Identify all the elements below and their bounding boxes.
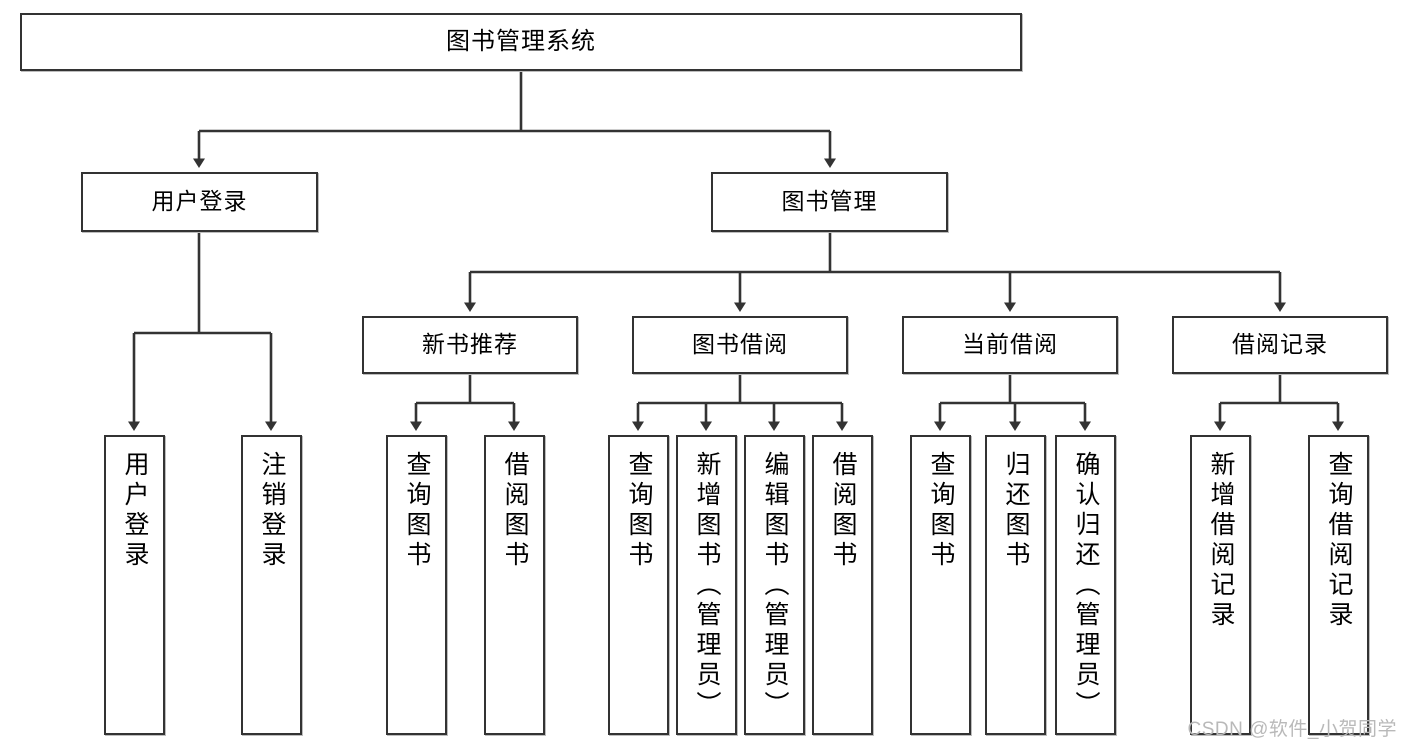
node-leaf-query-record-label: 查询借阅记录	[1325, 451, 1353, 631]
watermark-text: CSDN @软件_小贺同学	[1187, 719, 1397, 740]
node-leaf-add-book[interactable]: 新增图书（管理员）	[676, 435, 737, 735]
node-leaf-borrow-book-1[interactable]: 借阅图书	[484, 435, 545, 735]
node-leaf-user-logout[interactable]: 注销登录	[241, 435, 302, 735]
node-leaf-return-book-label: 归还图书	[1002, 451, 1030, 571]
node-leaf-confirm-return[interactable]: 确认归还（管理员）	[1055, 435, 1116, 735]
node-leaf-borrow-book-1-label: 借阅图书	[501, 451, 529, 571]
node-leaf-user-logout-label: 注销登录	[258, 451, 286, 571]
node-book-borrow[interactable]: 图书借阅	[632, 316, 848, 374]
node-leaf-query-book-2-label: 查询图书	[625, 451, 653, 571]
node-borrow-record[interactable]: 借阅记录	[1172, 316, 1388, 374]
node-leaf-user-login-label: 用户登录	[121, 451, 149, 571]
node-new-book-rec-label: 新书推荐	[422, 331, 518, 358]
node-leaf-query-book-1-label: 查询图书	[403, 451, 431, 571]
node-leaf-query-book-2[interactable]: 查询图书	[608, 435, 669, 735]
node-leaf-query-book-1[interactable]: 查询图书	[386, 435, 447, 735]
node-leaf-query-record[interactable]: 查询借阅记录	[1308, 435, 1369, 735]
node-leaf-confirm-return-label: 确认归还（管理员）	[1072, 451, 1100, 721]
node-borrow-record-label: 借阅记录	[1232, 331, 1328, 358]
node-leaf-query-book-3-label: 查询图书	[927, 451, 955, 571]
node-leaf-add-record[interactable]: 新增借阅记录	[1190, 435, 1251, 735]
node-book-manage[interactable]: 图书管理	[711, 172, 948, 232]
node-user-login-label: 用户登录	[151, 188, 248, 215]
node-current-borrow-label: 当前借阅	[962, 331, 1058, 358]
node-book-borrow-label: 图书借阅	[692, 331, 788, 358]
node-leaf-user-login[interactable]: 用户登录	[104, 435, 165, 735]
node-leaf-borrow-book-2[interactable]: 借阅图书	[812, 435, 873, 735]
node-new-book-rec[interactable]: 新书推荐	[362, 316, 578, 374]
node-root[interactable]: 图书管理系统	[20, 13, 1022, 71]
node-leaf-edit-book[interactable]: 编辑图书（管理员）	[744, 435, 805, 735]
node-leaf-borrow-book-2-label: 借阅图书	[829, 451, 857, 571]
node-current-borrow[interactable]: 当前借阅	[902, 316, 1118, 374]
node-leaf-query-book-3[interactable]: 查询图书	[910, 435, 971, 735]
node-leaf-add-book-label: 新增图书（管理员）	[693, 451, 721, 721]
node-leaf-return-book[interactable]: 归还图书	[985, 435, 1046, 735]
node-user-login[interactable]: 用户登录	[81, 172, 318, 232]
node-leaf-edit-book-label: 编辑图书（管理员）	[761, 451, 789, 721]
node-leaf-add-record-label: 新增借阅记录	[1207, 451, 1235, 631]
node-root-label: 图书管理系统	[446, 27, 596, 55]
node-book-manage-label: 图书管理	[781, 188, 878, 215]
